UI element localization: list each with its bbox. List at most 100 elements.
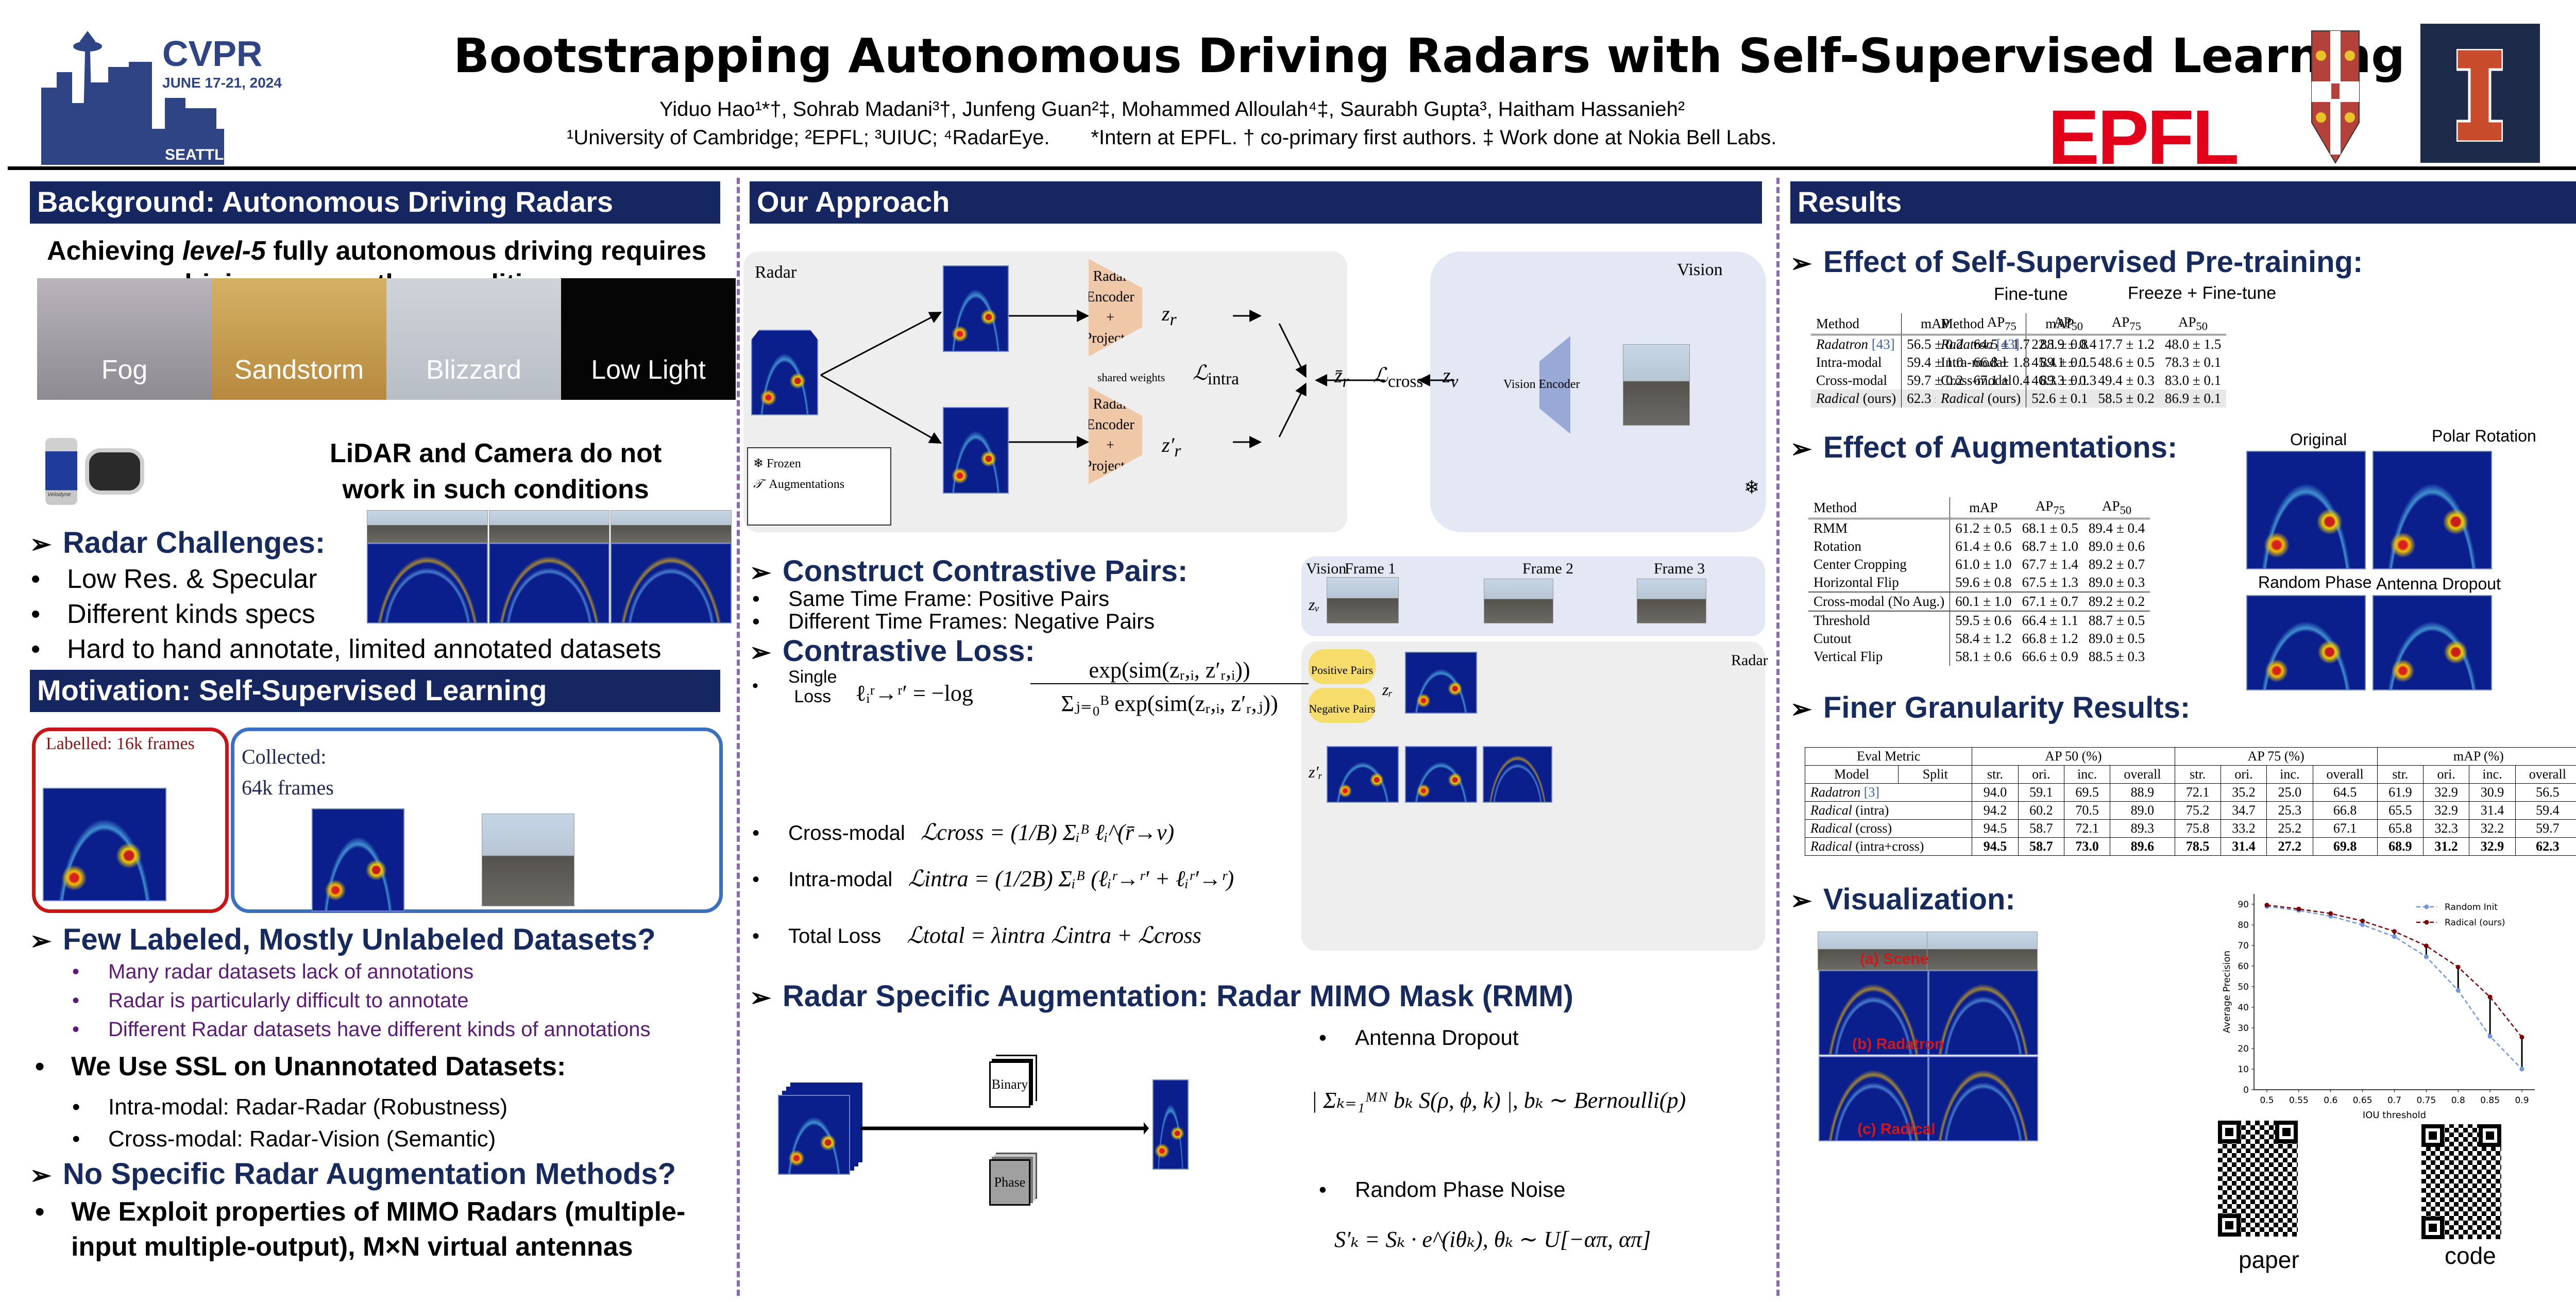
column-header: AP75 <box>2035 498 2065 517</box>
y-tick-label: 10 <box>2238 1064 2249 1075</box>
group-header: AP 50 (%) <box>1972 747 2175 766</box>
snowflake-icon: ❄ <box>753 457 767 470</box>
method-cell: Threshold <box>1808 611 1951 630</box>
frame-2-photo <box>1484 579 1553 623</box>
value-cell: 60.2 <box>2018 801 2065 820</box>
phase-mask-stack: Phase <box>989 1159 1030 1206</box>
data-point <box>2455 965 2461 970</box>
paper-qr-label: paper <box>2239 1246 2299 1273</box>
sub-header: overall <box>2515 765 2576 784</box>
section-header-approach: Our Approach <box>750 181 1762 224</box>
scene-photo <box>367 510 488 543</box>
value-cell: 31.4 <box>2220 837 2267 856</box>
column-header: AP50 <box>2054 314 2083 333</box>
value-cell: 25.2 <box>2266 819 2313 838</box>
value-cell: 17.7 ± 1.2 <box>2098 336 2155 352</box>
aug-image-antenna-dropout <box>2372 595 2492 690</box>
antenna-dropout-label: Antenna Dropout <box>1319 1025 1519 1050</box>
radar-heatmap <box>367 543 488 623</box>
section-header-results: Results <box>1790 181 2576 224</box>
visualization-heading: ➢Visualization: <box>1790 883 2015 916</box>
finer-heading: ➢Finer Granularity Results: <box>1790 691 2191 724</box>
pretrain-heading: ➢Effect of Self-Supervised Pre-training: <box>1790 245 2363 279</box>
mimo-point: We Exploit properties of MIMO Radars (mu… <box>35 1194 685 1264</box>
data-point <box>2296 906 2301 911</box>
value-cell: 27.2 <box>2266 837 2313 856</box>
value-cell: 65.5 <box>2377 801 2424 820</box>
value-cell: 89.6 ± 0.1 <box>2040 391 2097 407</box>
aug-image-original <box>2246 451 2366 569</box>
frozen-snowflake-icon: ❄ <box>1744 477 1760 498</box>
y-tick-label: 20 <box>2238 1044 2249 1054</box>
aug-label-polar-rotation: Polar Rotation <box>2432 427 2536 445</box>
weather-blizzard-image: Blizzard <box>386 278 561 400</box>
x-tick-label: 0.9 <box>2515 1095 2529 1106</box>
paper-qr-code[interactable] <box>2218 1121 2298 1237</box>
frame-2-radar-heatmap <box>1405 746 1477 803</box>
arrow-bullet-icon: ➢ <box>1790 434 1812 463</box>
binary-mask-stack: Binary <box>989 1061 1030 1108</box>
value-cell: 89.3 ± 0.3 <box>2040 373 2097 388</box>
data-point <box>2328 911 2333 916</box>
collected-data-box: Collected:64k frames <box>231 728 723 913</box>
phase-noise-label: Random Phase Noise <box>1319 1177 1566 1202</box>
arrow-bullet-icon: ➢ <box>750 983 771 1012</box>
pairs-radar-label: Radar <box>1731 652 1768 669</box>
value-cell: 59.5 ± 0.6 <box>1955 613 2012 629</box>
augmented-radar-heatmap-top <box>943 265 1009 352</box>
data-point <box>2360 922 2365 927</box>
viz-scene-v <box>1927 932 2038 970</box>
group-header: AP 75 (%) <box>2174 747 2378 766</box>
author-list: Yiduo Hao¹*†, Sohrab Madani³†, Junfeng G… <box>659 98 1685 121</box>
frame-3-photo <box>1637 579 1706 623</box>
viz-radatron-ii <box>1819 970 1928 1055</box>
value-cell: 62.3 <box>2515 837 2576 856</box>
list-item: Same Time Frame: Positive Pairs <box>752 587 1155 610</box>
series-line-random-init <box>2266 906 2522 1070</box>
aug-label-random-phase: Random Phase <box>2258 573 2372 591</box>
value-cell: 68.1 ± 0.5 <box>2022 520 2078 536</box>
method-cell: Cross-modal <box>1811 371 1902 390</box>
antenna-dropout-equation: | Σₖ₌₁ᴹᴺ bₖ S(ρ, ϕ, k) |, bₖ ∼ Bernoulli… <box>1311 1088 1686 1113</box>
labelled-data-box: Labelled: 16k frames <box>32 728 229 913</box>
method-cell: Radical (ours) <box>1936 390 2027 408</box>
affiliation-list: ¹University of Cambridge; ²EPFL; ³UIUC; … <box>567 126 1050 149</box>
code-qr-code[interactable] <box>2421 1124 2501 1239</box>
single-loss-numerator: exp(sim(zᵣ,ᵢ, z′ᵣ,ᵢ)) <box>1030 657 1309 684</box>
column-header: mAP <box>2045 315 2074 331</box>
viz-radatron-v <box>1928 970 2038 1055</box>
y-tick-label: 90 <box>2238 900 2249 910</box>
column-header: mAP <box>1969 499 1998 515</box>
negative-pairs-legend: Negative Pairs <box>1309 688 1376 723</box>
author-notes: *Intern at EPFL. † co-primary first auth… <box>1091 126 1777 149</box>
lidar-sensor-image: Velodyne <box>45 438 77 505</box>
value-cell: 89.3 <box>2110 819 2175 838</box>
value-cell: 75.8 <box>2174 819 2221 838</box>
radar-frame-stack <box>43 788 166 901</box>
value-cell: 45.4 ± 0.1 <box>2031 354 2088 370</box>
list-item: Different Radar datasets have different … <box>72 1015 651 1044</box>
sub-header: ori. <box>2018 765 2065 784</box>
value-cell: 89.0 ± 0.6 <box>2088 538 2145 554</box>
value-cell: 94.5 <box>1972 819 2019 838</box>
method-cell: Rotation <box>1808 537 1951 556</box>
value-cell: 33.2 <box>2220 819 2267 838</box>
method-cell: Cutout <box>1808 630 1951 648</box>
few-labeled-list: Many radar datasets lack of annotations … <box>72 957 651 1044</box>
value-cell: 89.2 ± 0.2 <box>2088 594 2145 610</box>
value-cell: 89.1 ± 0.5 <box>2040 354 2097 370</box>
value-cell: 32.9 <box>2423 801 2470 820</box>
frame-label-3: Frame 3 <box>1654 560 1705 577</box>
legend-marker <box>2424 904 2429 909</box>
x-tick-label: 0.75 <box>2416 1095 2436 1106</box>
value-cell: 49.4 ± 0.3 <box>2098 373 2155 388</box>
list-item: Many radar datasets lack of annotations <box>72 957 651 986</box>
